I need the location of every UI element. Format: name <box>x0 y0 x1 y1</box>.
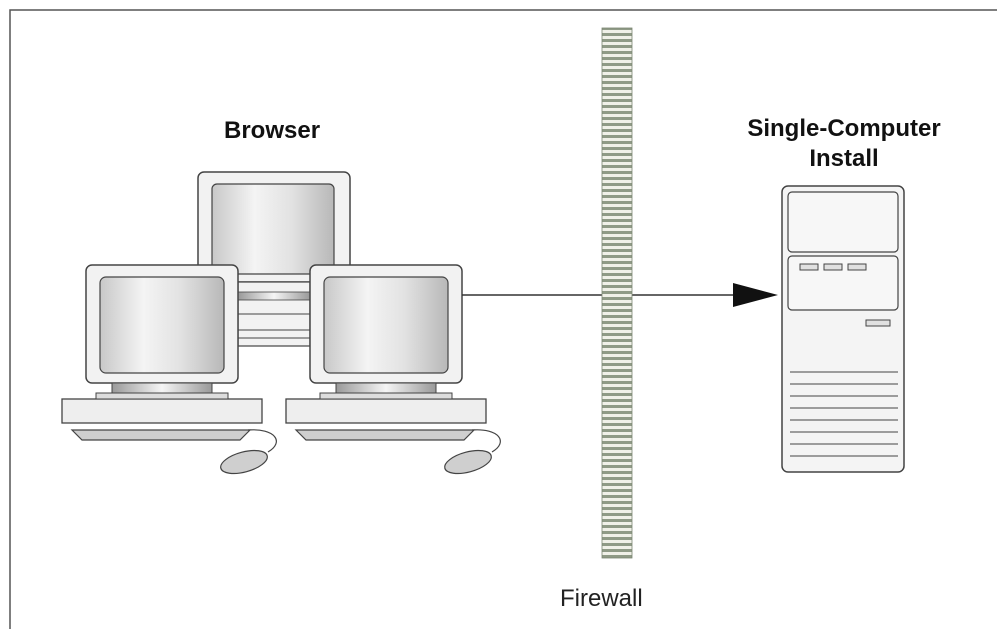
connection-arrow <box>462 283 778 307</box>
browser-computer-left <box>61 264 277 475</box>
firewall-label: Firewall <box>560 585 643 612</box>
browser-label: Browser <box>224 117 321 144</box>
arrowhead-icon <box>733 283 778 307</box>
diagram-frame <box>9 9 997 629</box>
server-label-line2: Install <box>809 145 879 172</box>
firewall-wall <box>601 27 633 559</box>
browser-computer-back <box>197 171 351 347</box>
server-label-line1: Single-Computer <box>747 115 941 142</box>
browser-computer-right <box>285 264 501 475</box>
server-tower <box>781 185 905 473</box>
server-label: Single-Computer Install <box>718 114 970 174</box>
